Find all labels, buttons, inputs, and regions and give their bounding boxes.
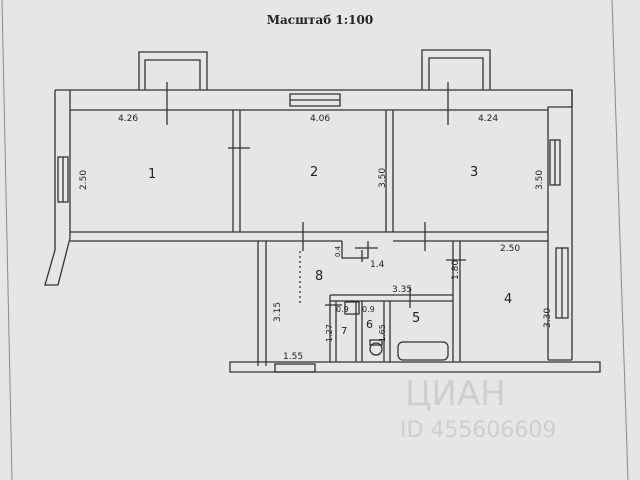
watermark-id: ID 455606609: [400, 418, 556, 443]
toilet: [369, 342, 383, 356]
dim-left-height: 2.50: [79, 170, 89, 190]
room-3-label: 3: [470, 165, 478, 180]
dim-r4-width: 2.50: [500, 244, 520, 254]
dim-bath-height: 1.80: [451, 260, 461, 280]
wall-wc-left: [329, 295, 337, 362]
room-8-label: 8: [315, 269, 323, 284]
balcony-right: [421, 49, 491, 90]
wall-left: [44, 90, 71, 286]
walls: [44, 49, 601, 373]
dim-niche-width: 1.4: [370, 260, 385, 270]
watermark: ЦИАН ID 455606609: [400, 374, 556, 443]
wall-right: [547, 90, 573, 360]
window-bottom: [274, 363, 316, 373]
room-2-label: 2: [310, 165, 318, 180]
dim-r2-width: 4.06: [310, 114, 330, 124]
dim-hall-height: 3.15: [273, 302, 283, 322]
dim-r2-height: 3.50: [378, 168, 388, 188]
dim-r3-height: 3.50: [535, 170, 545, 190]
scale-title: Масштаб 1:100: [266, 13, 374, 27]
wall-bath-left: [383, 301, 391, 362]
dim-bottom-width: 1.55: [283, 352, 303, 362]
room-4-label: 4: [504, 292, 512, 307]
room-6-label: 6: [366, 318, 373, 331]
wall-bath-top: [330, 294, 453, 302]
watermark-logo: ЦИАН: [405, 374, 506, 414]
wall-2-3: [385, 110, 394, 232]
room-7-label: 7: [341, 326, 347, 337]
dim-small-a: 0.9: [336, 305, 349, 314]
dim-wc-height: 1.27: [325, 324, 334, 342]
room-5-label: 5: [412, 311, 420, 326]
dim-r3-width: 4.24: [478, 114, 498, 124]
dim-small-b: 0.9: [362, 305, 375, 314]
wall-middle: [70, 231, 548, 242]
dim-r4-height: 3.30: [543, 308, 553, 328]
dim-hall-width: 3.35: [392, 285, 412, 295]
bathtub: [397, 341, 449, 361]
dim-r1-width: 4.26: [118, 114, 138, 124]
wall-bottom: [229, 361, 601, 373]
wall-hall-left: [257, 241, 267, 366]
wall-1-2: [232, 110, 241, 232]
wall-room4: [452, 241, 461, 362]
wall-wc-right: [355, 301, 363, 362]
room-1-label: 1: [148, 167, 156, 182]
sink: [344, 301, 360, 315]
balcony-left: [138, 51, 208, 90]
dim-niche: 0.4: [334, 245, 342, 257]
dim-bath-small: 1.65: [378, 324, 387, 342]
niche: [341, 241, 369, 259]
